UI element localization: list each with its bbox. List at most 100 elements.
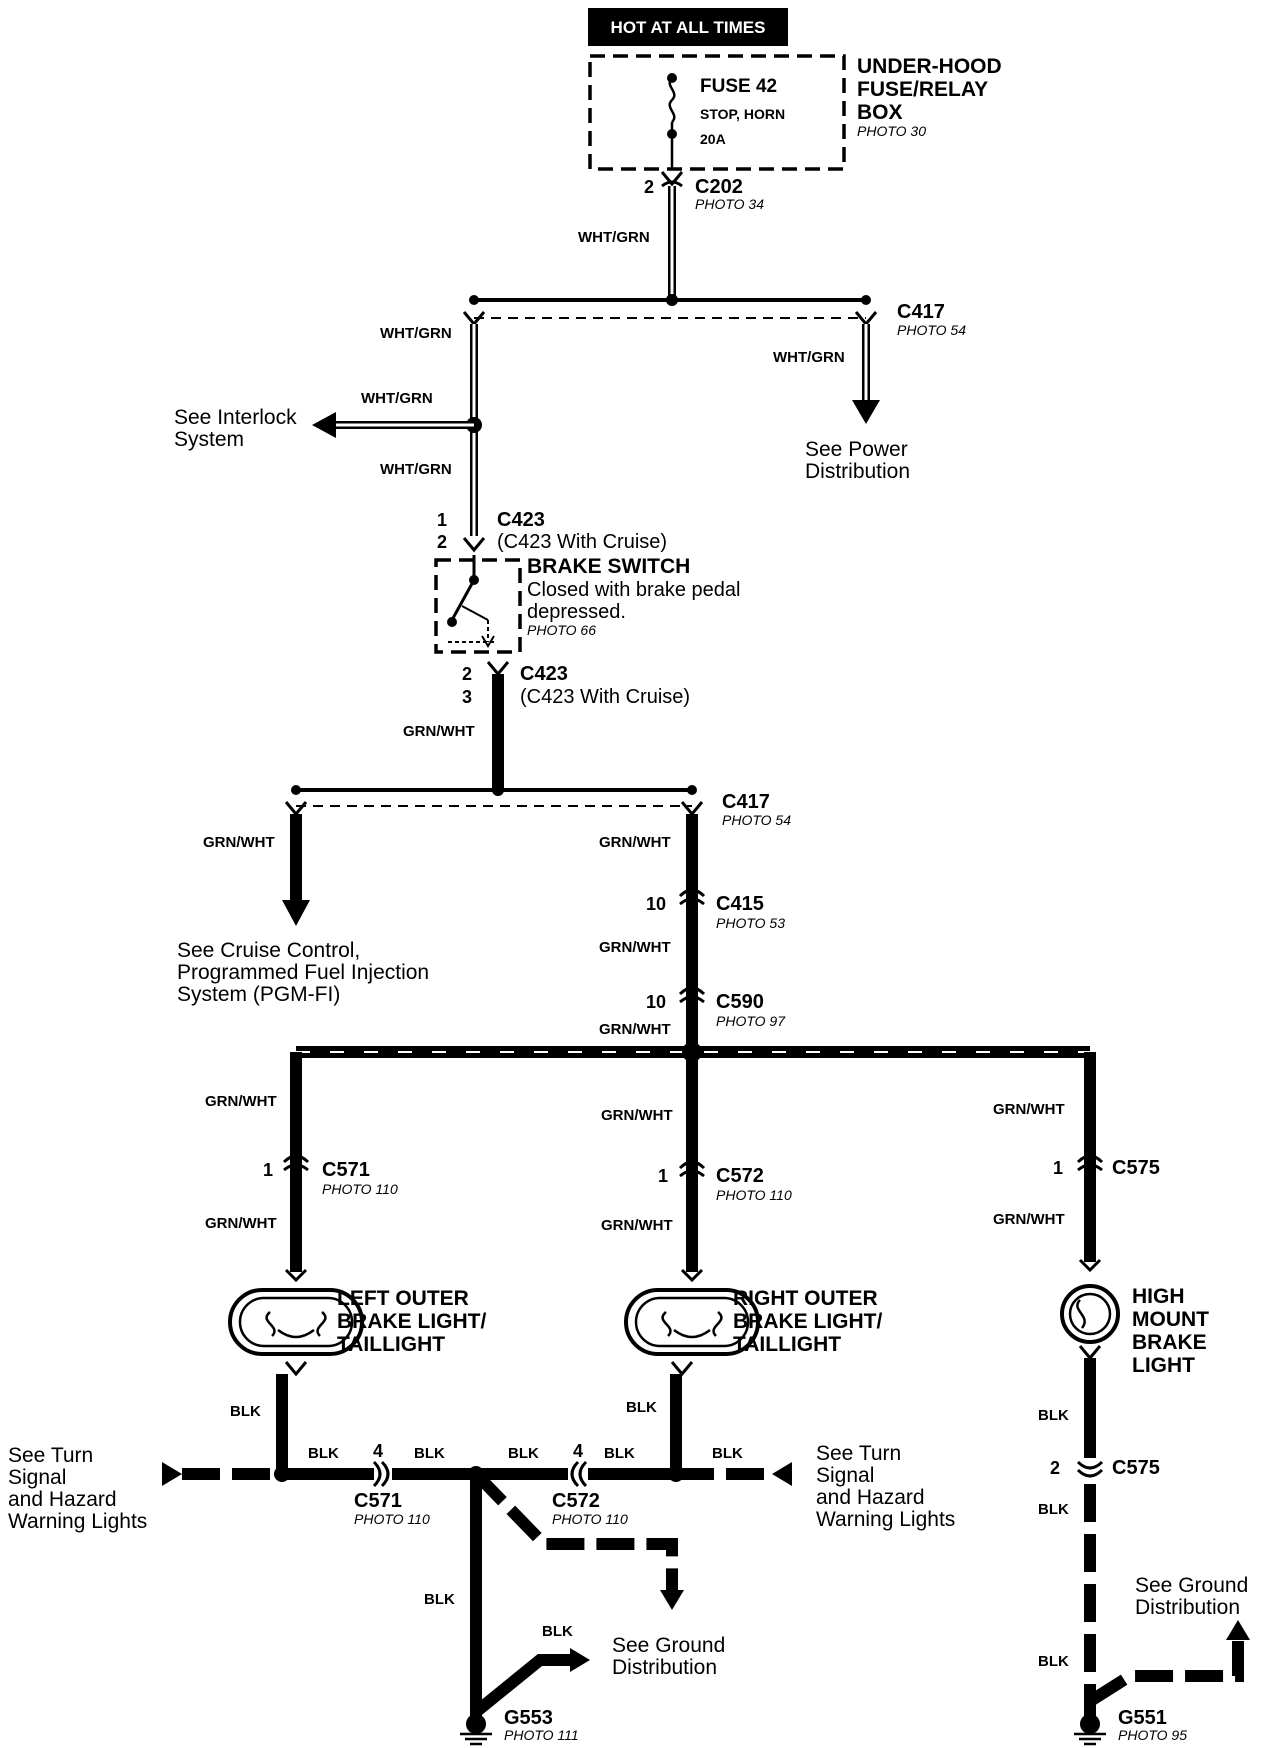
c572-low-pin: 4: [573, 1441, 583, 1461]
turn-right-ref-1: See Turn: [816, 1442, 901, 1465]
c575-pin: 1: [1053, 1158, 1063, 1178]
c423-low-cruise-label: (C423 With Cruise): [520, 686, 690, 708]
wire-label-grn-wht-1: GRN/WHT: [403, 723, 475, 740]
c572-label: C572: [716, 1165, 764, 1187]
wire-label-blk-9: BLK: [542, 1623, 573, 1640]
c571-photo: PHOTO 110: [322, 1181, 398, 1197]
ground-mid-ref-2: Distribution: [612, 1656, 717, 1679]
wire-label-blk-12: BLK: [1038, 1653, 1069, 1670]
c572-connector-icon: [678, 1160, 706, 1178]
wire-label-grn-wht-4: GRN/WHT: [599, 939, 671, 956]
c423-pin-a: 1: [437, 510, 447, 530]
fuse-box-label-2: FUSE/RELAY: [857, 78, 988, 101]
c415-label: C415: [716, 893, 764, 915]
wire-label-blk-11: BLK: [1038, 1501, 1069, 1518]
c417-top-label: C417: [897, 301, 945, 323]
wire-label-wht-grn-2: WHT/GRN: [380, 325, 452, 342]
c571-pin: 1: [263, 1160, 273, 1180]
wire-label-blk-3: BLK: [308, 1445, 339, 1462]
cruise-arrow-icon: [282, 900, 310, 926]
turn-left-arrow-icon: [162, 1462, 182, 1486]
wire-label-grn-wht-6: GRN/WHT: [205, 1093, 277, 1110]
c571-low-pin: 4: [373, 1441, 383, 1461]
turn-left-ref-1: See Turn: [8, 1444, 93, 1467]
hot-at-all-times-banner: [588, 8, 788, 46]
turn-right-ref-2: Signal: [816, 1464, 874, 1487]
cruise-ref-2: Programmed Fuel Injection: [177, 961, 429, 984]
interlock-arrow-icon: [312, 412, 336, 438]
right-lamp-ground-connector-icon: [670, 1361, 694, 1377]
wire-label-blk-2: BLK: [626, 1399, 657, 1416]
c572-lower-connector-icon: [570, 1460, 588, 1488]
left-light-label-3: TAILLIGHT: [337, 1333, 445, 1356]
wire-label-blk-4: BLK: [414, 1445, 445, 1462]
c417-top-node-right: [861, 295, 871, 305]
high-mount-ground-connector-icon: [1078, 1345, 1102, 1361]
wire-label-wht-grn-4: WHT/GRN: [380, 461, 452, 478]
c572-pin: 1: [658, 1166, 668, 1186]
wire-label-grn-wht-10: GRN/WHT: [993, 1101, 1065, 1118]
right-light-label-1: RIGHT OUTER: [733, 1287, 878, 1310]
left-outer-brake-light-icon: [228, 1288, 364, 1356]
wire-label-grn-wht-2: GRN/WHT: [203, 834, 275, 851]
c415-connector-icon: [678, 888, 706, 906]
turn-right-ref-4: Warning Lights: [816, 1508, 955, 1531]
c417-mid-left-connector-icon: [284, 801, 308, 817]
wire-label-wht-grn-power: WHT/GRN: [773, 349, 845, 366]
c202-pin: 2: [644, 177, 654, 197]
fuse-relay-box-outline: [588, 54, 846, 171]
c202-connector-icon: [660, 171, 684, 188]
c423-cruise-label: (C423 With Cruise): [497, 531, 667, 553]
power-ref-1: See Power: [805, 438, 908, 461]
ground-right-ref-1: See Ground: [1135, 1574, 1248, 1597]
wire-label-grn-wht-5: GRN/WHT: [599, 1021, 671, 1038]
c575-lower-connector-icon: [1076, 1460, 1104, 1478]
power-ref-2: Distribution: [805, 460, 910, 483]
hot-at-all-times-label: HOT AT ALL TIMES: [611, 18, 766, 37]
wire-blk-ground-dist-right: [1088, 1636, 1244, 1706]
wire-label-blk-1: BLK: [230, 1403, 261, 1420]
c417-top-node-left: [469, 295, 479, 305]
right-light-label-2: BRAKE LIGHT/: [733, 1310, 882, 1333]
c571-low-photo: PHOTO 110: [354, 1511, 430, 1527]
c590-connector-icon: [678, 986, 706, 1004]
c571-connector-icon: [282, 1154, 310, 1172]
g551-photo: PHOTO 95: [1118, 1727, 1187, 1743]
c575-connector-icon: [1076, 1154, 1104, 1172]
c423-low-pin-a: 2: [462, 664, 472, 684]
interlock-ref-2: System: [174, 428, 244, 451]
c575-low-pin: 2: [1050, 1458, 1060, 1478]
wire-label-grn-wht-7: GRN/WHT: [205, 1215, 277, 1232]
wire-label-wht-grn-3: WHT/GRN: [361, 390, 433, 407]
c417-top-photo: PHOTO 54: [897, 322, 966, 338]
brake-switch-desc-1: Closed with brake pedal: [527, 579, 740, 601]
c572-low-label: C572: [552, 1490, 600, 1512]
c423-label: C423: [497, 509, 545, 531]
turn-right-arrow-icon: [772, 1462, 792, 1486]
wire-blk-ground-dist: [472, 1654, 570, 1717]
wire-label-grn-wht-8: GRN/WHT: [601, 1107, 673, 1124]
c415-photo: PHOTO 53: [716, 915, 785, 931]
c423-low-pin-b: 3: [462, 687, 472, 707]
g553-ground-icon: [460, 1714, 492, 1746]
c417-mid-right-connector-icon: [680, 801, 704, 817]
wire-label-wht-grn-1: WHT/GRN: [578, 229, 650, 246]
interlock-ref-1: See Interlock: [174, 406, 297, 429]
c423-lower-connector-icon: [486, 661, 510, 677]
c571-low-label: C571: [354, 1490, 402, 1512]
c571-lower-connector-icon: [372, 1460, 390, 1488]
c575-low-label: C575: [1112, 1457, 1160, 1479]
right-outer-brake-light-icon: [624, 1288, 760, 1356]
fuse-icon: [667, 73, 677, 170]
c415-pin: 10: [646, 894, 666, 914]
fuse-rating: 20A: [700, 131, 726, 147]
turn-left-ref-4: Warning Lights: [8, 1510, 147, 1533]
brake-switch-photo: PHOTO 66: [527, 622, 596, 638]
fuse-box-label-1: UNDER-HOOD: [857, 55, 1002, 78]
brake-switch-title: BRAKE SWITCH: [527, 555, 690, 578]
g553-label: G553: [504, 1707, 553, 1729]
c417-top-node-mid: [666, 294, 678, 306]
turn-right-ref-3: and Hazard: [816, 1486, 925, 1509]
wire-blk-ground-option: [471, 1469, 678, 1590]
power-distribution-arrow-icon: [852, 400, 880, 424]
